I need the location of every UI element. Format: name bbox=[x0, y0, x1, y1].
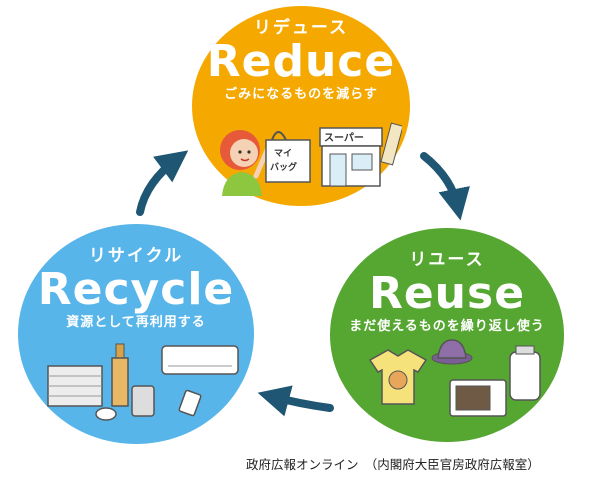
shopper-icon bbox=[220, 130, 271, 196]
can-icon bbox=[131, 385, 155, 417]
my-bag-icon: マイ バッグ bbox=[265, 131, 311, 183]
reuse-description: まだ使えるものを繰り返し使う bbox=[349, 319, 545, 334]
recycle-description: 資源として再利用する bbox=[66, 315, 206, 330]
recycle-kana: リサイクル bbox=[88, 246, 184, 266]
reuse-illustration bbox=[368, 339, 541, 417]
recycle-illustration bbox=[47, 343, 239, 421]
reduce-title: Reduce bbox=[206, 36, 396, 87]
t-shirt-icon bbox=[368, 349, 428, 405]
thermos-icon bbox=[509, 345, 541, 401]
reduce-description: ごみになるものを減らす bbox=[224, 87, 378, 102]
hat-icon bbox=[431, 339, 473, 365]
arrow-reduce-to-reuse bbox=[420, 152, 470, 221]
reuse-title: Reuse bbox=[368, 268, 526, 319]
newspaper-stack-icon bbox=[47, 365, 103, 407]
remote-control-icon bbox=[178, 389, 202, 417]
supermarket-icon: スーパー bbox=[319, 122, 402, 187]
microwave-icon bbox=[449, 379, 507, 417]
reuse-kana: リユース bbox=[409, 250, 485, 270]
shop-sign: スーパー bbox=[324, 132, 364, 144]
source-caption: 政府広報オンライン （内閣府大臣官房政府広報室） bbox=[246, 457, 540, 472]
reduce-illustration: マイ バッグ スーパー bbox=[220, 122, 402, 196]
reduce-kana: リデュース bbox=[253, 18, 349, 38]
small-container-icon bbox=[95, 407, 117, 421]
reuse-circle: リユース Reuse まだ使えるものを繰り返し使う bbox=[330, 228, 564, 442]
bottle-icon bbox=[111, 343, 129, 407]
air-conditioner-icon bbox=[161, 345, 239, 375]
bag-label-2: バッグ bbox=[270, 161, 297, 173]
bag-label-1: マイ bbox=[274, 148, 292, 159]
arrow-recycle-to-reduce bbox=[136, 150, 189, 216]
arrow-reuse-to-recycle bbox=[257, 385, 334, 417]
recycle-circle: リサイクル Recycle 資源として再利用する bbox=[18, 224, 254, 444]
recycle-title: Recycle bbox=[37, 264, 235, 315]
